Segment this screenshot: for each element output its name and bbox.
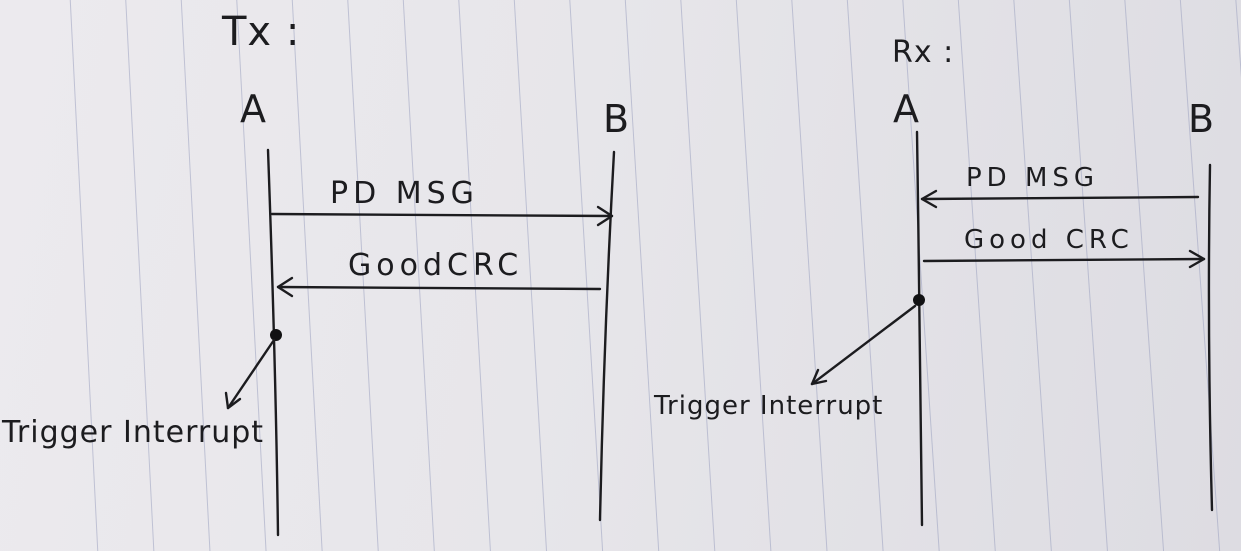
ruled-line — [69, 0, 99, 551]
tx-interrupt-point — [270, 329, 282, 341]
rx-arrow-pd-msg — [920, 195, 1200, 201]
rx-actor-b-label: B — [1188, 97, 1214, 141]
tx-arrow-goodcrc — [276, 285, 602, 291]
ruled-line — [180, 0, 211, 551]
tx-message-pd-msg-label: PD MSG — [330, 176, 479, 211]
ruled-line — [902, 0, 940, 551]
ruled-line — [1013, 0, 1052, 551]
tx-lifeline-a — [266, 148, 280, 537]
tx-arrow-pd-msg — [270, 212, 614, 218]
ruled-line — [1068, 0, 1108, 551]
rx-arrowhead-goodcrc — [1188, 249, 1206, 269]
rx-lifeline-b — [1207, 163, 1214, 512]
ruled-line — [569, 0, 604, 551]
ruled-line — [846, 0, 884, 551]
tx-arrowhead-pd-msg — [596, 205, 614, 227]
ruled-line — [1124, 0, 1165, 551]
tx-trigger-interrupt-note: Trigger Interrupt — [1, 415, 264, 450]
tx-title: Tx : — [221, 9, 300, 55]
tx-interrupt-pointer — [226, 338, 276, 410]
ruled-line — [347, 0, 379, 551]
rx-title: Rx : — [892, 35, 954, 70]
tx-interrupt-arrowhead — [224, 391, 242, 410]
rx-arrowhead-pd-msg — [920, 189, 938, 209]
tx-arrowhead-goodcrc — [276, 276, 294, 298]
rx-interrupt-point — [913, 294, 925, 306]
rx-actor-a-label: A — [893, 87, 919, 131]
ruled-line — [791, 0, 828, 551]
ruled-line — [513, 0, 548, 551]
ruled-line — [680, 0, 716, 551]
ruled-line — [1179, 0, 1221, 551]
ruled-line — [957, 0, 996, 551]
ruled-line — [735, 0, 772, 551]
ruled-line — [291, 0, 323, 551]
ruled-line — [125, 0, 155, 551]
tx-lifeline-b — [598, 150, 616, 522]
rx-lifeline-a — [915, 130, 924, 527]
ruled-line — [458, 0, 491, 551]
tx-diagram: Tx : A B PD MSG GoodCRC Trigger Interrup… — [1, 9, 629, 537]
rx-trigger-interrupt-note: Trigger Interrupt — [653, 391, 883, 421]
rx-interrupt-arrowhead — [810, 368, 828, 386]
tx-actor-b-label: B — [603, 97, 629, 141]
rx-interrupt-pointer — [810, 304, 917, 386]
rx-diagram: Rx : A B PD MSG Good CRC Trigger Interru… — [653, 35, 1214, 527]
tx-actor-a-label: A — [240, 87, 266, 131]
ruled-line — [402, 0, 435, 551]
rx-message-goodcrc-label: Good CRC — [964, 225, 1134, 255]
rx-arrow-goodcrc — [922, 257, 1206, 263]
rx-message-pd-msg-label: PD MSG — [966, 163, 1099, 193]
ruled-line — [624, 0, 660, 551]
tx-message-goodcrc-label: GoodCRC — [348, 248, 523, 283]
ruled-line — [236, 0, 267, 551]
